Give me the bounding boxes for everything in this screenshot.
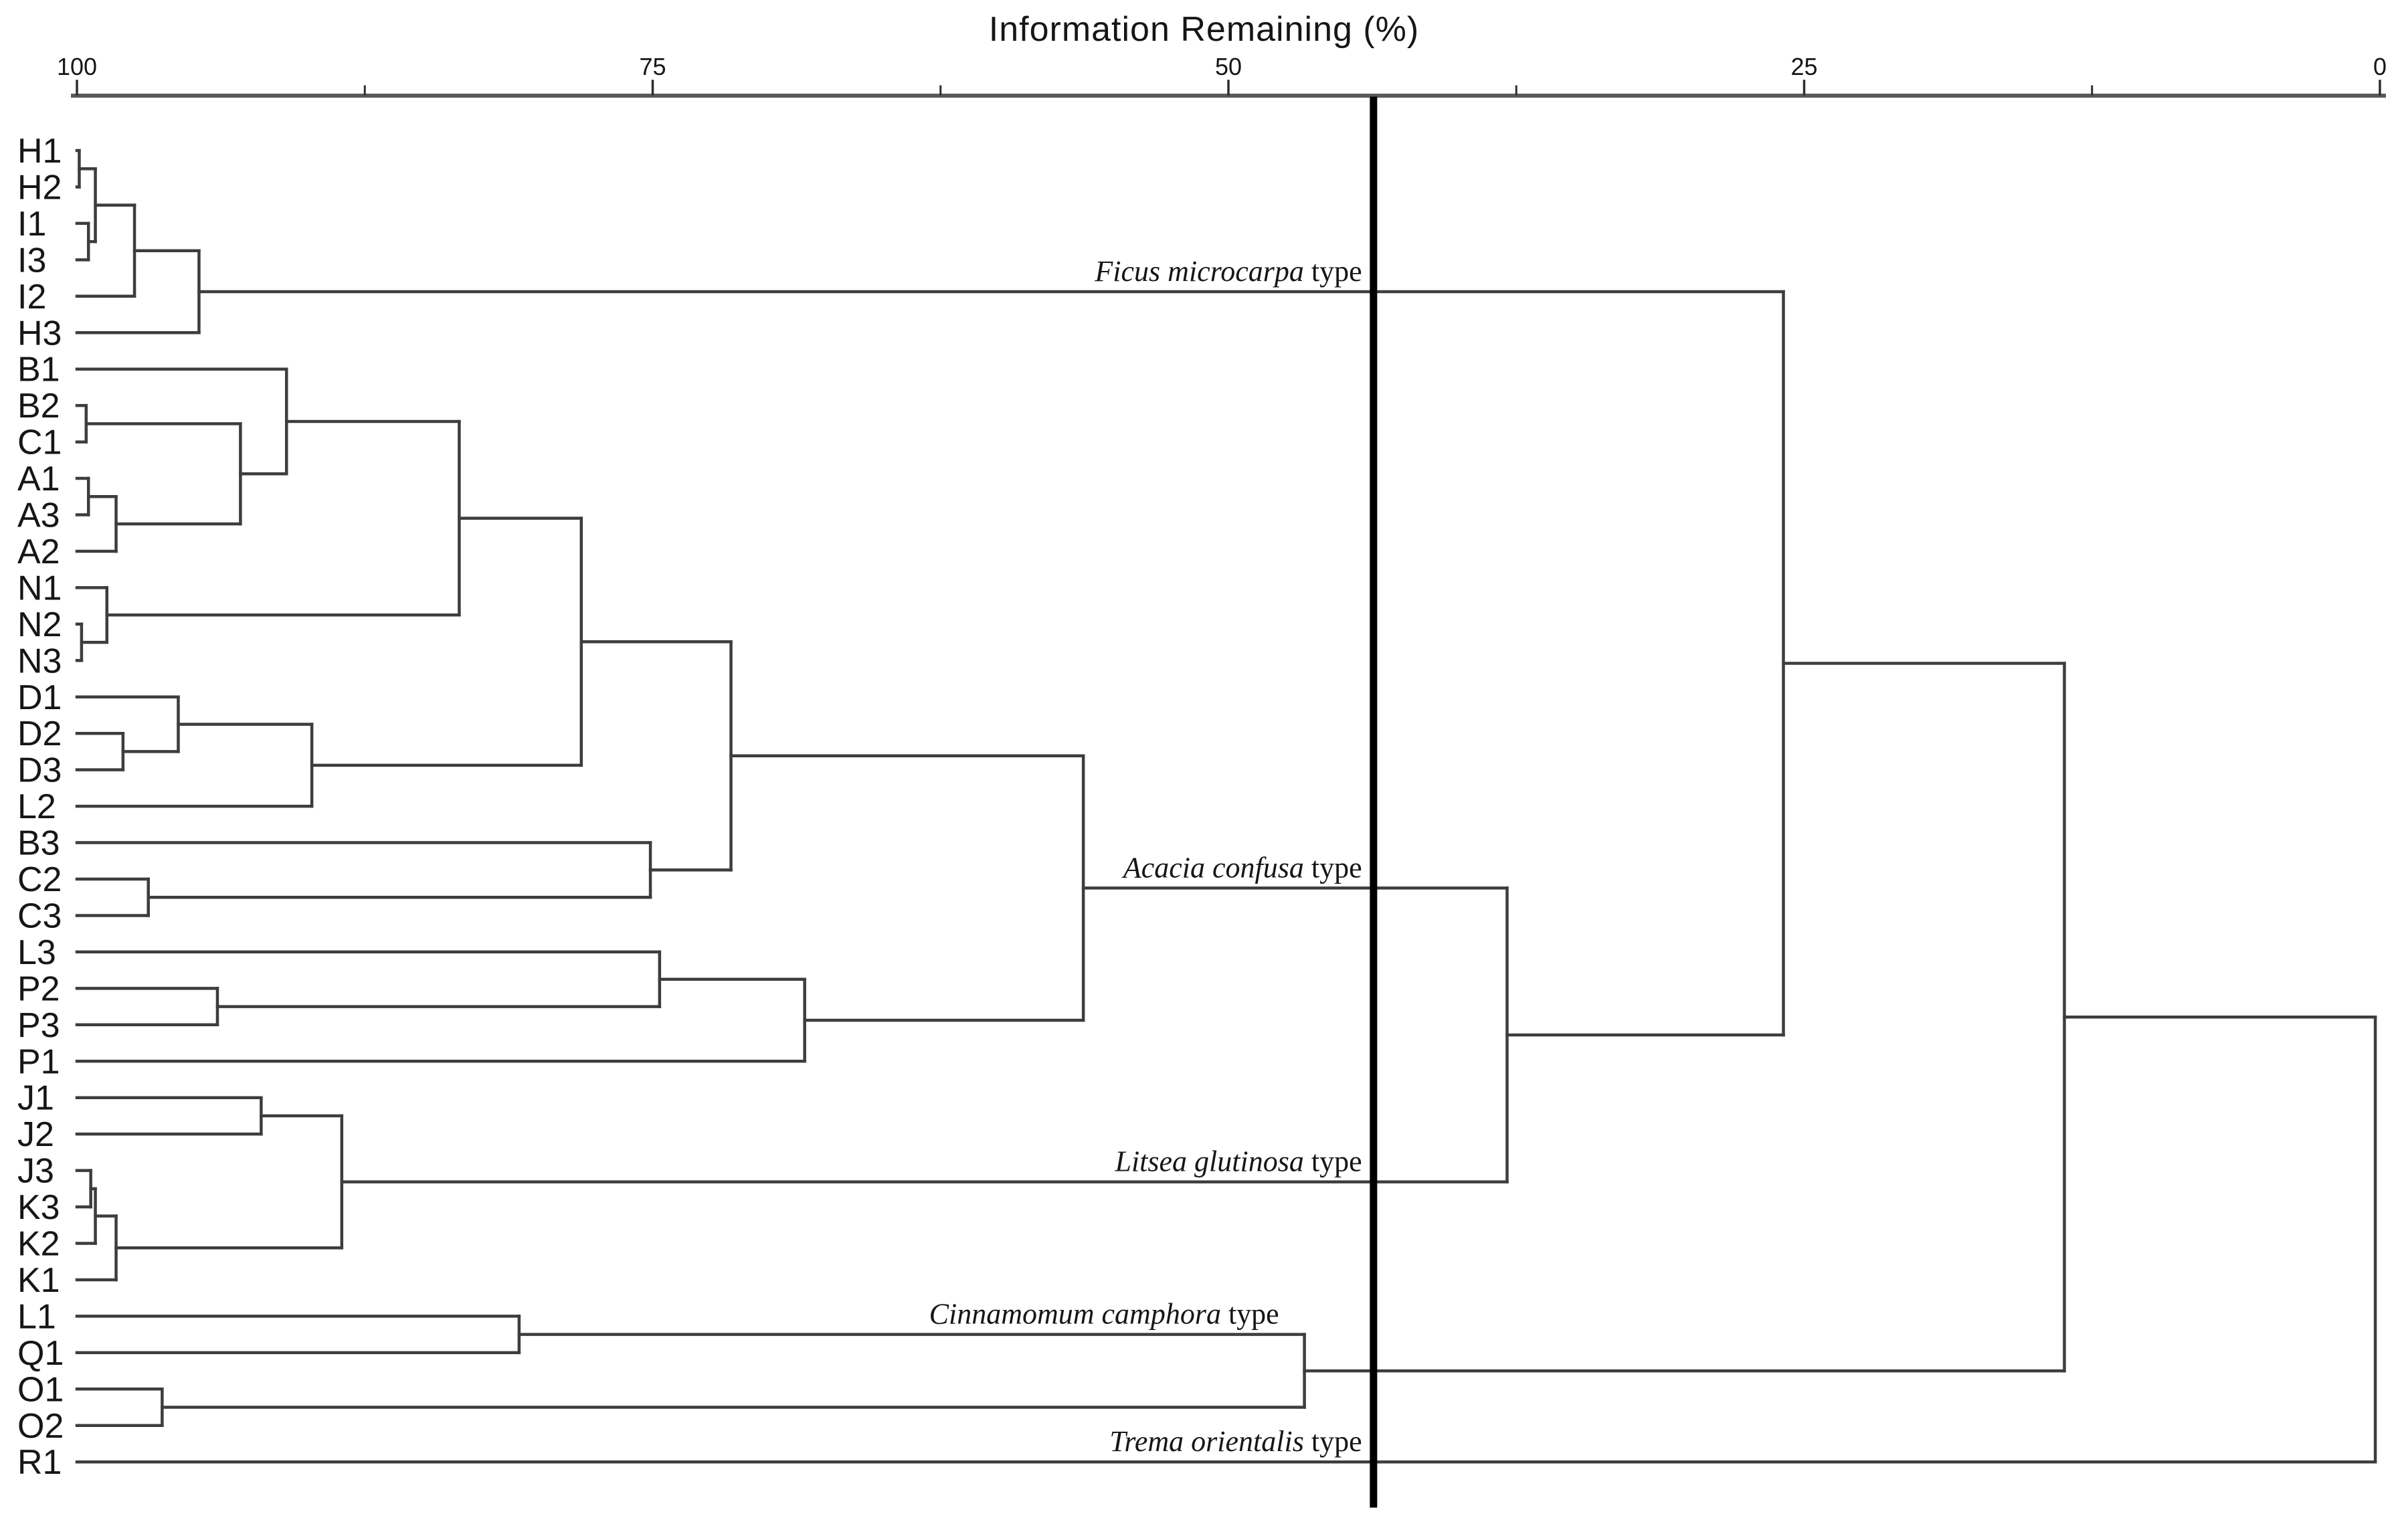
top-axis: 100 75 50 25 0 — [57, 53, 2387, 98]
leaf-label-o2: O2 — [17, 1407, 64, 1446]
axis-tick-label: 75 — [639, 53, 666, 80]
leaf-label-h1: H1 — [17, 132, 62, 171]
cluster-label-ficus-microcarpa: Ficus microcarpa type — [1094, 255, 1362, 288]
cluster-label-cinnamomum-camphora: Cinnamomum camphora type — [929, 1298, 1279, 1331]
leaf-label-d1: D1 — [17, 678, 62, 717]
leaf-label-p1: P1 — [17, 1042, 60, 1081]
leaf-label-i3: I3 — [17, 241, 46, 280]
leaf-label-a1: A1 — [17, 460, 60, 498]
leaf-label-c3: C3 — [17, 896, 62, 935]
leaf-label-l2: L2 — [17, 787, 56, 826]
dendrogram-tree — [75, 149, 2377, 1464]
leaf-label-b3: B3 — [17, 824, 60, 863]
leaf-label-q1: Q1 — [17, 1334, 64, 1373]
leaf-label-d3: D3 — [17, 751, 62, 790]
leaf-label-a2: A2 — [17, 533, 60, 571]
leaf-label-n2: N2 — [17, 605, 62, 644]
leaf-label-b2: B2 — [17, 387, 60, 425]
leaf-label-a3: A3 — [17, 496, 60, 535]
axis-tick-label: 50 — [1215, 53, 1242, 80]
cluster-label-trema-orientalis: Trema orientalis type — [1109, 1425, 1362, 1458]
leaf-label-r1: R1 — [17, 1443, 62, 1482]
leaf-label-p2: P2 — [17, 969, 60, 1008]
leaf-label-k2: K2 — [17, 1225, 60, 1264]
leaf-label-d2: D2 — [17, 715, 62, 753]
leaf-label-o1: O1 — [17, 1370, 64, 1409]
leaf-label-c1: C1 — [17, 423, 62, 462]
leaf-label-l1: L1 — [17, 1297, 56, 1336]
axis-tick-label: 100 — [57, 53, 97, 80]
leaf-label-k1: K1 — [17, 1261, 60, 1300]
axis-tick-label: 25 — [1790, 53, 1817, 80]
leaf-label-i1: I1 — [17, 205, 46, 244]
leaf-label-j1: J1 — [17, 1079, 54, 1118]
axis-tick-label: 0 — [2373, 53, 2387, 80]
leaf-label-p3: P3 — [17, 1006, 60, 1045]
leaf-label-h3: H3 — [17, 314, 62, 353]
leaf-label-k3: K3 — [17, 1188, 60, 1227]
leaf-labels: H1H2I1I3I2H3B1B2C1A1A3A2N1N2N3D1D2D3L2B3… — [17, 132, 64, 1482]
leaf-label-l3: L3 — [17, 933, 56, 972]
leaf-label-i2: I2 — [17, 278, 46, 316]
leaf-label-j3: J3 — [17, 1152, 54, 1191]
leaf-label-h2: H2 — [17, 168, 62, 207]
chart-title: Information Remaining (%) — [988, 10, 1420, 49]
cluster-label-acacia-confusa: Acacia confusa type — [1121, 851, 1362, 884]
leaf-label-c2: C2 — [17, 860, 62, 899]
cluster-label-litsea-glutinosa: Litsea glutinosa type — [1114, 1145, 1362, 1178]
leaf-label-j2: J2 — [17, 1115, 54, 1154]
leaf-label-n3: N3 — [17, 642, 62, 680]
leaf-label-b1: B1 — [17, 351, 60, 389]
leaf-label-n1: N1 — [17, 569, 62, 607]
